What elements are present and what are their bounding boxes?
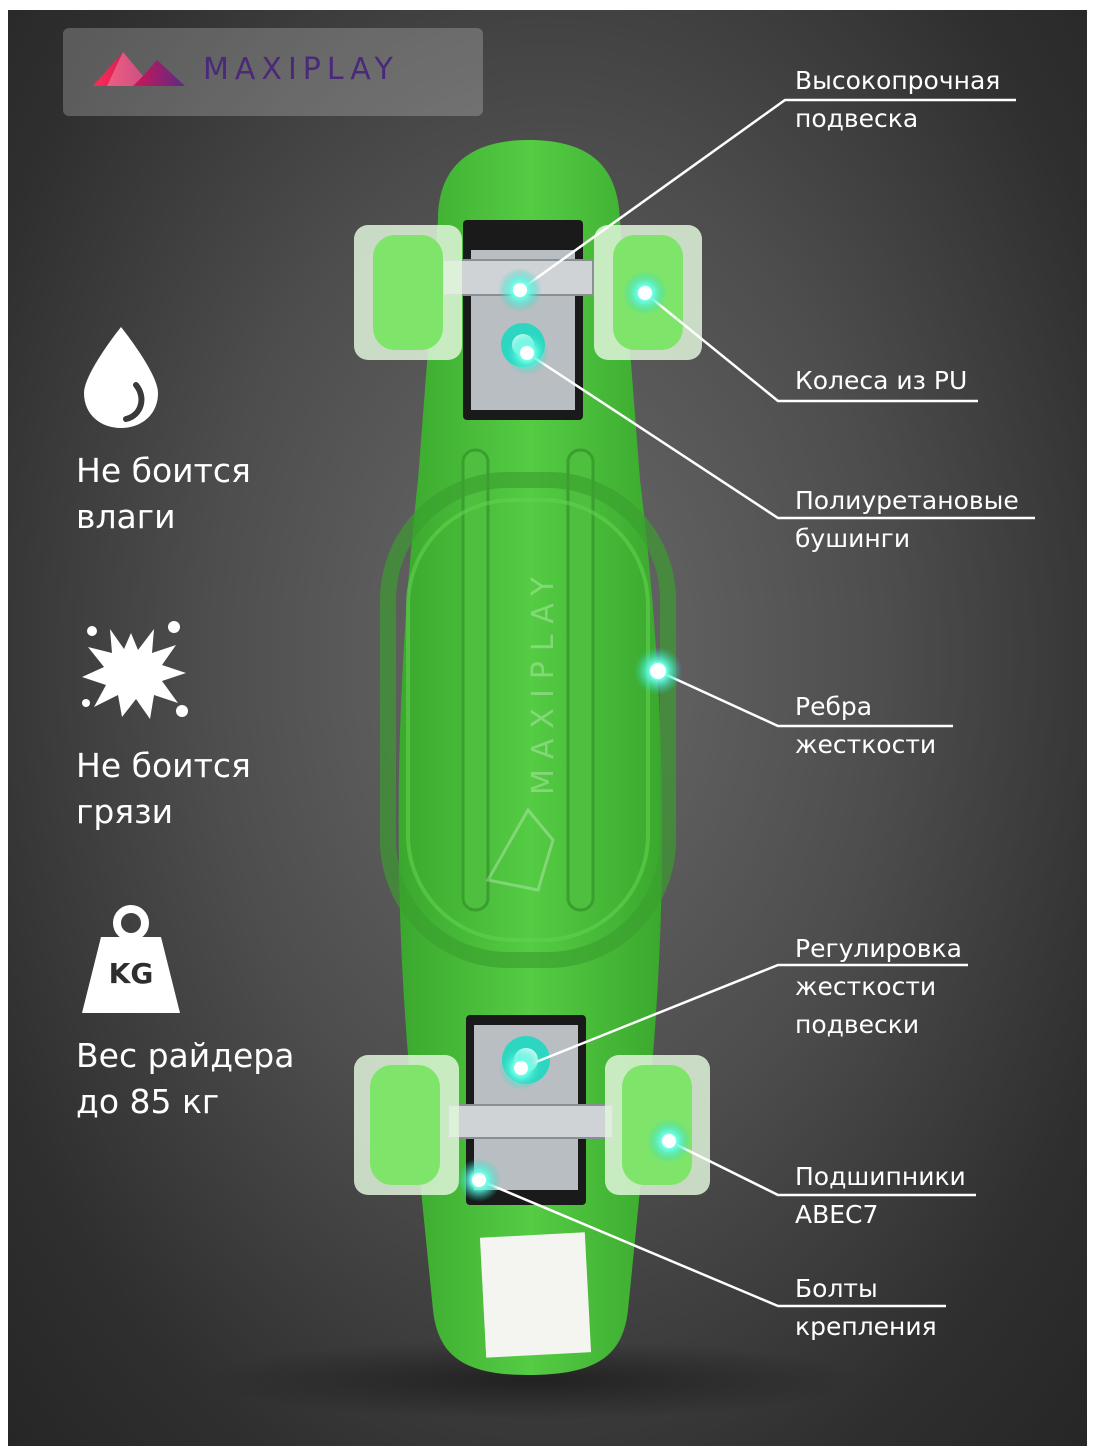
callout-bushings-line2: бушинги <box>795 524 911 553</box>
callout-bolts: Болты крепления <box>795 1270 937 1346</box>
brand-name: MAXIPLAY <box>203 52 399 87</box>
callout-bearings-line2: ABEC7 <box>795 1200 879 1229</box>
feature-waterproof-line1: Не боится <box>76 451 251 490</box>
callout-adjustment: Регулировка жесткости подвески <box>795 930 962 1044</box>
feature-dirtproof-line1: Не боится <box>76 746 251 785</box>
weight-icon-label: KG <box>108 957 154 990</box>
deck-rib-frame <box>380 472 676 968</box>
leader-line-adjustment <box>520 963 968 1070</box>
callout-wheels: Колеса из PU <box>795 362 967 400</box>
callout-adjustment-line3: подвески <box>795 1010 920 1039</box>
callout-ribs-line2: жесткости <box>795 730 937 759</box>
deck-rib-right <box>566 448 595 912</box>
callout-adjustment-line2: жесткости <box>795 972 937 1001</box>
feature-waterproof: Не боится влаги <box>76 325 251 540</box>
wheel-front-left <box>354 225 462 360</box>
callout-bearings: Подшипники ABEC7 <box>795 1158 966 1234</box>
leader-line-ribs <box>657 669 953 728</box>
callout-bushings: Полиуретановые бушинги <box>795 482 1019 558</box>
brand-mountain-icon <box>93 52 185 86</box>
callout-bolts-line2: крепления <box>795 1312 937 1341</box>
leader-line-bolts <box>478 1178 946 1308</box>
leader-line-bearings <box>668 1139 976 1197</box>
deck-rib-highlight <box>406 498 650 942</box>
dirt-splash-icon <box>82 621 188 719</box>
skateboard-illustration: MAXIPLAY <box>203 98 1035 1420</box>
feature-max-weight: KG Вес райдера до 85 кг <box>76 905 294 1125</box>
feature-max-weight-line1: Вес райдера <box>76 1036 295 1075</box>
callout-adjustment-line1: Регулировка <box>795 934 962 963</box>
feature-dirtproof-line2: грязи <box>76 792 174 831</box>
wheel-rear-left <box>354 1055 459 1195</box>
callout-suspension-line2: подвеска <box>795 104 919 133</box>
leader-line-wheels <box>644 292 978 403</box>
board-shadow <box>203 1340 863 1420</box>
callout-wheels-line1: Колеса из PU <box>795 366 968 395</box>
feature-max-weight-line2: до 85 кг <box>76 1082 220 1121</box>
deck-watermark: MAXIPLAY <box>526 567 561 795</box>
feature-waterproof-line2: влаги <box>76 497 176 536</box>
weight-icon: KG <box>76 905 186 1015</box>
leader-line-bushings <box>526 351 1035 520</box>
callout-ribs-line1: Ребра <box>795 692 873 721</box>
product-card: MAXIPLAY MAXIPLAY <box>8 10 1087 1446</box>
brand-logo: MAXIPLAY <box>63 28 483 116</box>
leader-lines <box>478 98 1035 1308</box>
callout-bearings-line1: Подшипники <box>795 1162 966 1191</box>
glow-dots <box>457 268 691 1202</box>
front-truck <box>442 220 594 420</box>
deck <box>398 140 663 1375</box>
callout-suspension: Высокопрочная подвеска <box>795 62 1000 138</box>
feature-dirtproof: Не боится грязи <box>76 615 251 835</box>
callout-suspension-line1: Высокопрочная <box>795 66 1001 95</box>
deck-rib-left <box>461 448 490 912</box>
callout-bolts-line1: Болты <box>795 1274 878 1303</box>
leader-line-suspension <box>519 98 1016 292</box>
deck-watermark-logo <box>485 807 555 892</box>
product-sticker <box>479 1232 592 1358</box>
callout-bushings-line1: Полиуретановые <box>795 486 1019 515</box>
water-drop-icon <box>84 327 158 428</box>
callout-ribs: Ребра жесткости <box>795 688 936 764</box>
